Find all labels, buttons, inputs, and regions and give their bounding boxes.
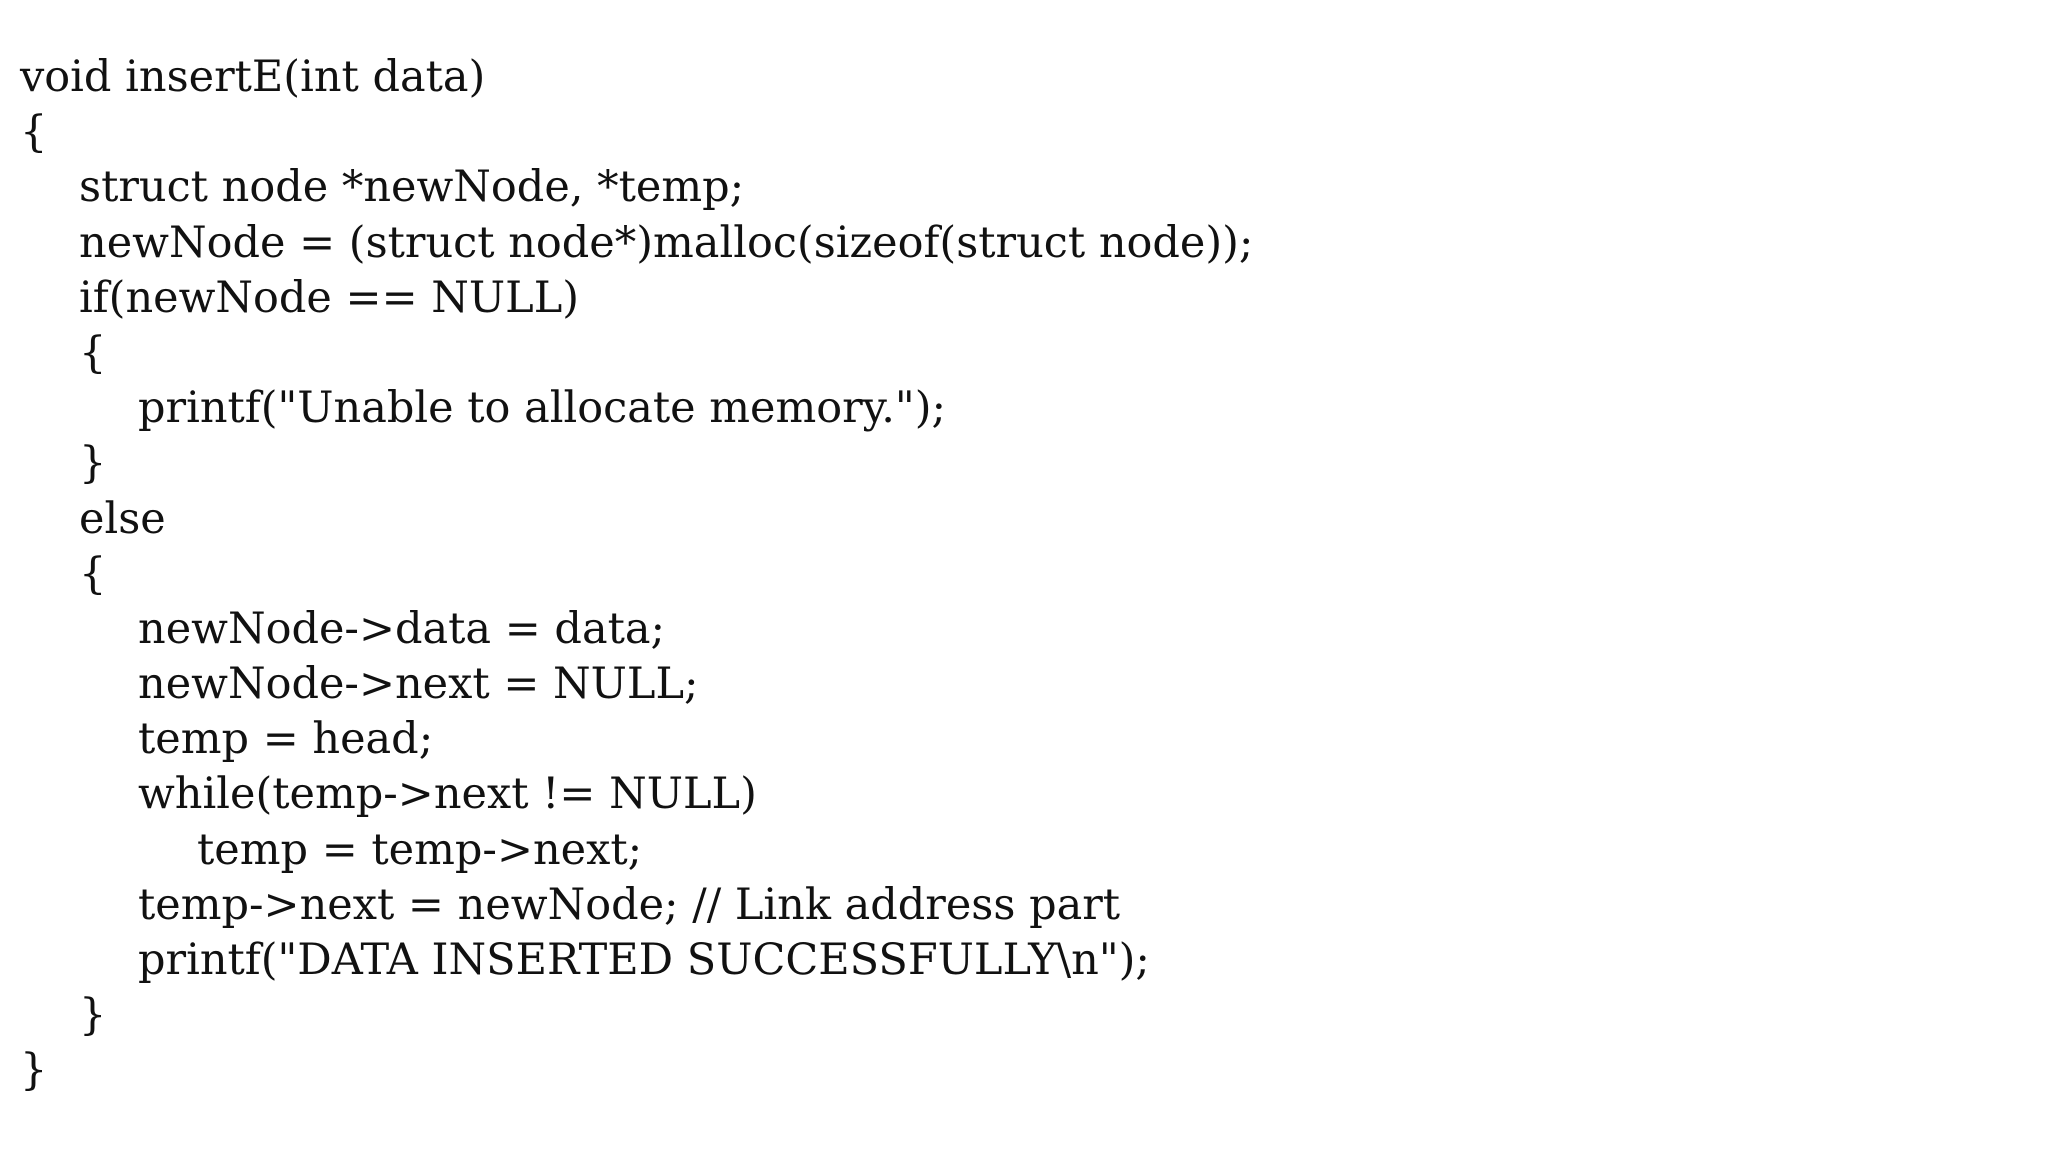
code-line-malloc: newNode = (struct node*)malloc(sizeof(st…	[79, 217, 1254, 268]
code-line-link-node: temp->next = newNode; // Link address pa…	[138, 879, 1121, 930]
code-line-if-open-brace: {	[79, 327, 107, 378]
code-line-else-close-brace: }	[79, 990, 107, 1041]
code-line-success-printf: printf("DATA INSERTED SUCCESSFULLY\n");	[138, 935, 1150, 985]
code-line-if-null-check: if(newNode == NULL)	[79, 272, 580, 323]
code-line-advance-temp: temp = temp->next;	[197, 824, 643, 875]
code-line-function-open-brace: {	[20, 107, 48, 158]
code-line-alloc-error-printf: printf("Unable to allocate memory.");	[138, 383, 946, 434]
code-block: void insertE(int data) { struct node *ne…	[20, 50, 1253, 1099]
code-line-function-close-brace: }	[20, 1045, 48, 1096]
code-line-function-signature: void insertE(int data)	[20, 52, 486, 102]
code-line-assign-data: newNode->data = data;	[138, 603, 666, 654]
code-line-while-loop: while(temp->next != NULL)	[138, 769, 757, 820]
code-line-if-close-brace: }	[79, 438, 107, 489]
code-line-else: else	[79, 493, 166, 544]
code-line-else-open-brace: {	[79, 548, 107, 599]
code-line-assign-next-null: newNode->next = NULL;	[138, 659, 699, 710]
code-line-declaration: struct node *newNode, *temp;	[79, 162, 745, 213]
code-line-temp-head: temp = head;	[138, 714, 434, 765]
